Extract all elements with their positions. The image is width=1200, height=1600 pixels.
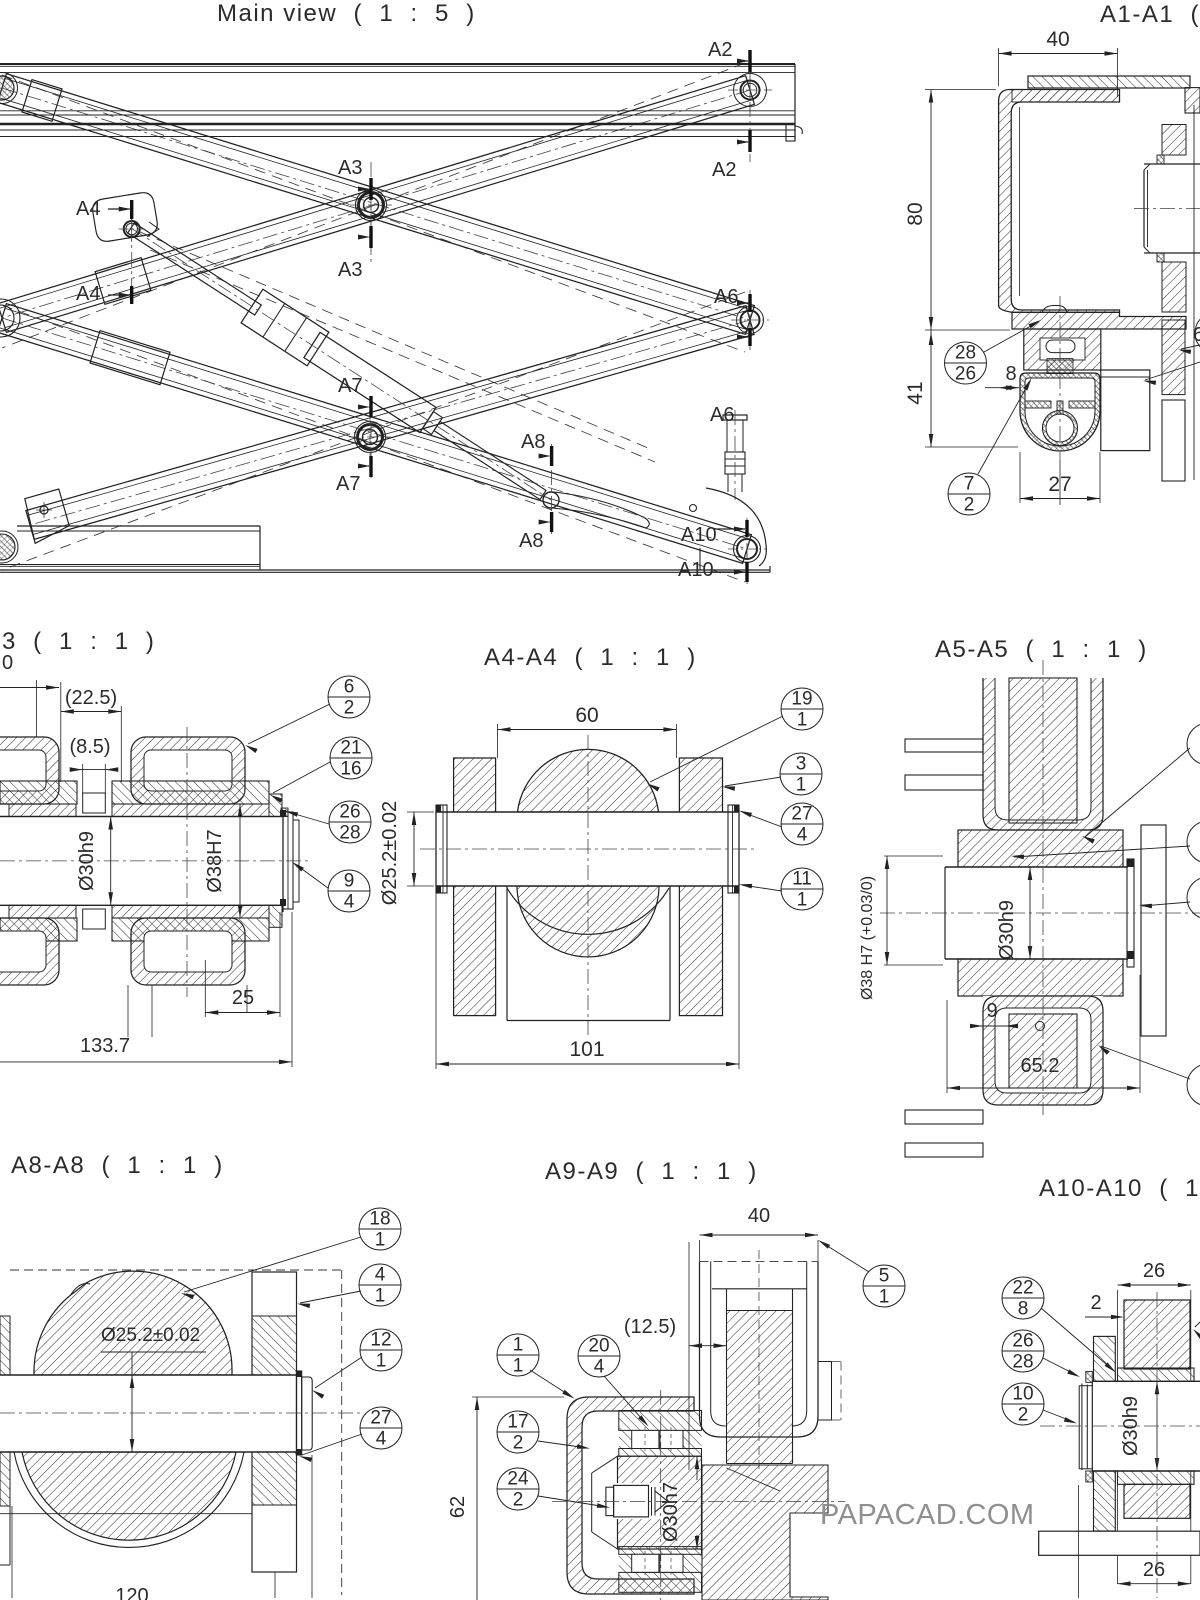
svg-text:9: 9 bbox=[344, 871, 355, 892]
svg-text:A6: A6 bbox=[714, 286, 738, 308]
svg-text:28: 28 bbox=[339, 823, 360, 844]
svg-text:26: 26 bbox=[955, 364, 976, 385]
svg-text:2: 2 bbox=[513, 1433, 524, 1454]
svg-text:4: 4 bbox=[375, 1265, 386, 1286]
svg-text:A7: A7 bbox=[338, 375, 362, 397]
svg-text:A4-A4 ( 1 : 1 ): A4-A4 ( 1 : 1 ) bbox=[484, 644, 697, 671]
svg-text:10: 10 bbox=[1012, 1384, 1033, 1405]
svg-text:A6: A6 bbox=[710, 404, 734, 426]
svg-text:1: 1 bbox=[797, 710, 808, 731]
svg-text:1: 1 bbox=[513, 1356, 524, 1377]
svg-text:1: 1 bbox=[375, 1286, 386, 1307]
svg-text:4: 4 bbox=[797, 825, 808, 846]
svg-text:0: 0 bbox=[2, 652, 13, 674]
svg-text:2: 2 bbox=[1090, 1292, 1101, 1314]
svg-text:A7: A7 bbox=[336, 473, 360, 495]
svg-text:12: 12 bbox=[370, 1330, 391, 1351]
svg-text:80: 80 bbox=[904, 202, 927, 225]
svg-text:A8: A8 bbox=[521, 431, 545, 453]
svg-text:26: 26 bbox=[1143, 1559, 1165, 1581]
svg-text:5: 5 bbox=[879, 1266, 890, 1287]
svg-text:Ø38H7: Ø38H7 bbox=[204, 829, 226, 892]
svg-text:1: 1 bbox=[513, 1335, 524, 1356]
svg-text:101: 101 bbox=[569, 1038, 604, 1061]
svg-text:2: 2 bbox=[1018, 1405, 1029, 1426]
svg-text:1: 1 bbox=[375, 1230, 386, 1251]
svg-text:Ø25.2±0.02: Ø25.2±0.02 bbox=[101, 1325, 200, 1346]
svg-text:40: 40 bbox=[748, 1205, 770, 1227]
svg-text:A3: A3 bbox=[338, 259, 362, 281]
svg-text:16: 16 bbox=[340, 759, 361, 780]
svg-text:24: 24 bbox=[507, 1469, 529, 1490]
svg-text:4: 4 bbox=[376, 1429, 387, 1450]
svg-text:28: 28 bbox=[955, 343, 976, 364]
svg-text:Ø30h9: Ø30h9 bbox=[76, 831, 98, 891]
svg-text:7: 7 bbox=[964, 474, 975, 495]
svg-text:A10: A10 bbox=[681, 524, 717, 546]
svg-text:22: 22 bbox=[1012, 1278, 1033, 1299]
svg-text:A3: A3 bbox=[338, 157, 362, 179]
svg-text:27: 27 bbox=[1048, 473, 1071, 496]
svg-text:41: 41 bbox=[904, 381, 927, 404]
svg-text:27: 27 bbox=[370, 1408, 391, 1429]
svg-text:26: 26 bbox=[1143, 1260, 1165, 1282]
svg-text:PAPACAD.COM: PAPACAD.COM bbox=[820, 1499, 1034, 1531]
svg-text:11: 11 bbox=[792, 869, 812, 890]
svg-text:6: 6 bbox=[1193, 324, 1200, 346]
svg-text:62: 62 bbox=[447, 1496, 469, 1518]
svg-text:A8-A8 ( 1 : 1 ): A8-A8 ( 1 : 1 ) bbox=[11, 1152, 224, 1179]
svg-text:2: 2 bbox=[513, 1490, 524, 1511]
svg-text:3: 3 bbox=[796, 754, 807, 775]
svg-text:A2: A2 bbox=[712, 159, 736, 181]
svg-text:A4: A4 bbox=[76, 283, 100, 305]
svg-text:Ø30h7: Ø30h7 bbox=[660, 1482, 682, 1542]
svg-text:Main view ( 1 : 5 ): Main view ( 1 : 5 ) bbox=[217, 0, 476, 27]
svg-text:Ø30h9: Ø30h9 bbox=[1120, 1396, 1142, 1456]
svg-text:3 ( 1 : 1 ): 3 ( 1 : 1 ) bbox=[2, 628, 155, 655]
svg-text:A2: A2 bbox=[708, 39, 732, 61]
svg-text:1: 1 bbox=[376, 1351, 387, 1372]
svg-text:133.7: 133.7 bbox=[80, 1035, 130, 1057]
svg-text:26: 26 bbox=[1012, 1331, 1033, 1352]
svg-text:A4: A4 bbox=[76, 198, 100, 220]
svg-text:(12.5): (12.5) bbox=[624, 1316, 676, 1338]
svg-text:18: 18 bbox=[369, 1209, 390, 1230]
svg-text:A5-A5 ( 1 : 1 ): A5-A5 ( 1 : 1 ) bbox=[935, 636, 1148, 663]
svg-text:Ø25.2±0.02: Ø25.2±0.02 bbox=[379, 801, 401, 905]
svg-text:Ø38 H7 (+0.03/0): Ø38 H7 (+0.03/0) bbox=[859, 876, 876, 1000]
svg-text:28: 28 bbox=[1012, 1352, 1033, 1373]
svg-text:(22.5): (22.5) bbox=[65, 687, 117, 709]
svg-text:60: 60 bbox=[575, 704, 598, 727]
svg-text:2: 2 bbox=[344, 698, 355, 719]
svg-text:1: 1 bbox=[796, 775, 807, 796]
svg-text:4: 4 bbox=[344, 892, 355, 913]
svg-text:A10: A10 bbox=[678, 559, 714, 581]
svg-text:A1-A1 ( 1: A1-A1 ( 1 bbox=[1100, 1, 1200, 28]
svg-text:8: 8 bbox=[1005, 363, 1016, 385]
svg-text:20: 20 bbox=[588, 1336, 609, 1357]
svg-text:21: 21 bbox=[340, 738, 361, 759]
svg-text:40: 40 bbox=[1046, 28, 1069, 51]
svg-text:Ø30h9: Ø30h9 bbox=[996, 900, 1018, 960]
svg-text:27: 27 bbox=[791, 804, 812, 825]
svg-text:65.2: 65.2 bbox=[1021, 1055, 1060, 1077]
svg-text:19: 19 bbox=[791, 689, 812, 710]
svg-text:4: 4 bbox=[594, 1357, 605, 1378]
svg-text:120: 120 bbox=[115, 1585, 148, 1600]
svg-text:26: 26 bbox=[339, 802, 360, 823]
svg-text:25: 25 bbox=[232, 987, 254, 1009]
svg-text:A10-A10 ( 1: A10-A10 ( 1 bbox=[1039, 1175, 1200, 1202]
svg-text:17: 17 bbox=[507, 1412, 528, 1433]
svg-text:A9-A9 ( 1 : 1 ): A9-A9 ( 1 : 1 ) bbox=[545, 1158, 758, 1185]
svg-text:2: 2 bbox=[964, 495, 975, 516]
svg-text:1: 1 bbox=[879, 1287, 890, 1308]
svg-text:(8.5): (8.5) bbox=[69, 736, 110, 758]
svg-text:1: 1 bbox=[797, 890, 808, 911]
svg-text:6: 6 bbox=[344, 677, 355, 698]
svg-text:8: 8 bbox=[1018, 1299, 1029, 1320]
svg-text:A8: A8 bbox=[519, 530, 543, 552]
svg-text:9: 9 bbox=[986, 1000, 997, 1022]
